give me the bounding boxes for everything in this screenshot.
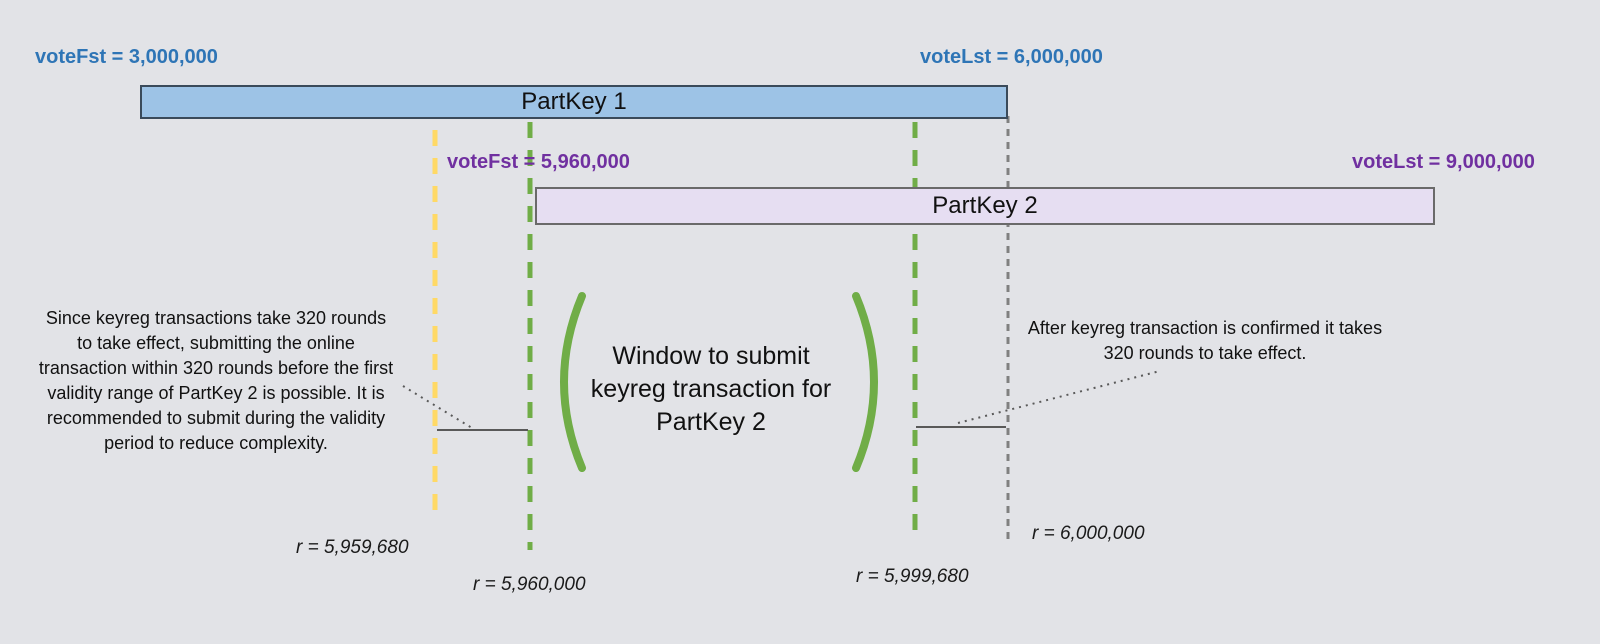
submit-window-caption-line2: keyreg transaction for bbox=[590, 375, 832, 403]
window-left-bracket bbox=[560, 292, 586, 472]
window-right-bracket bbox=[852, 292, 878, 472]
right-explanation-note: After keyreg transaction is confirmed it… bbox=[1027, 318, 1383, 363]
left-explanation-note: Since keyreg transactions take 320 round… bbox=[38, 308, 394, 453]
partkey1-votefst-label: voteFst = 3,000,000 bbox=[35, 46, 218, 68]
submit-window-caption: Window to submit keyreg transaction for … bbox=[578, 340, 844, 439]
partkey2-votelst-label: voteLst = 9,000,000 bbox=[1352, 151, 1535, 173]
partkey1-votelst-label: voteLst = 6,000,000 bbox=[920, 46, 1103, 68]
round-label-5960000: r = 5,960,000 bbox=[473, 574, 586, 595]
partkey2-votefst-label: voteFst = 5,960,000 bbox=[447, 151, 630, 173]
partkey1-bar-label: PartKey 1 bbox=[521, 88, 627, 115]
right-note-leader-line bbox=[957, 370, 1161, 424]
partkey2-bar: PartKey 2 bbox=[535, 187, 1435, 225]
round-label-6000000: r = 6,000,000 bbox=[1032, 523, 1145, 544]
partkey2-bar-label: PartKey 2 bbox=[932, 192, 1038, 219]
partkey1-bar: PartKey 1 bbox=[140, 85, 1008, 119]
submit-window-caption-line1: Window to submit bbox=[612, 342, 810, 370]
round-label-5999680: r = 5,999,680 bbox=[856, 566, 969, 587]
submit-window-caption-line3: PartKey 2 bbox=[656, 408, 766, 436]
round-label-5959680: r = 5,959,680 bbox=[296, 537, 409, 558]
